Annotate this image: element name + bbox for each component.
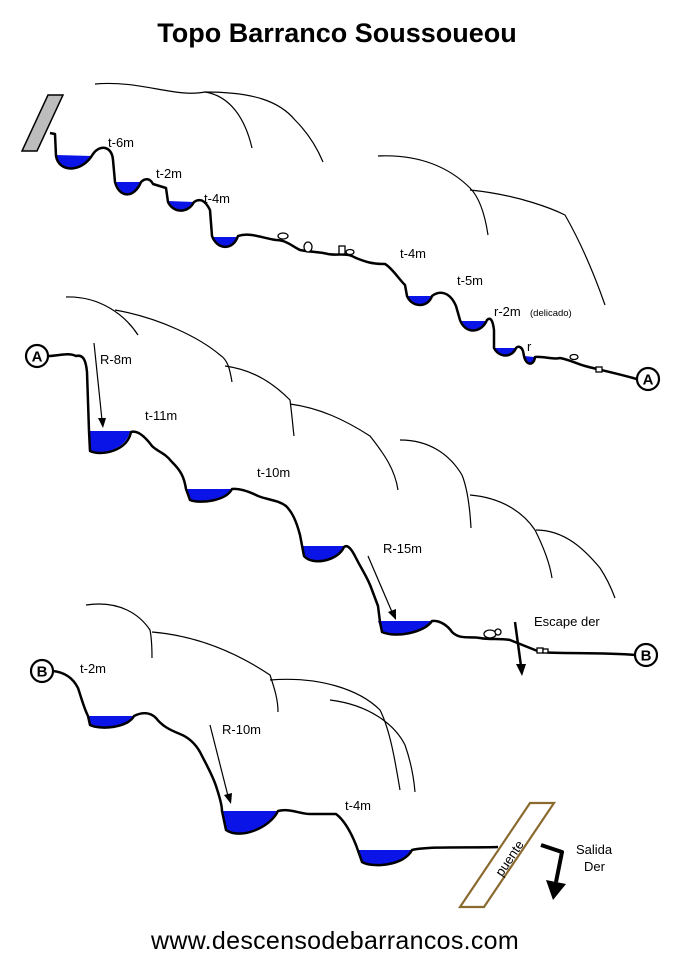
marker-b-start: B bbox=[29, 658, 55, 684]
label-r10m: R-10m bbox=[222, 722, 261, 737]
canyon-profile-1 bbox=[49, 131, 641, 382]
marker-a-end: A bbox=[635, 366, 661, 392]
label-escape-der: Escape der bbox=[534, 614, 600, 629]
label-r2m: r-2m bbox=[494, 304, 521, 319]
label-r8m: R-8m bbox=[100, 352, 132, 367]
label-der: Der bbox=[584, 859, 606, 874]
section-3: B t-2m R-10m t-4m puente Salida Der bbox=[29, 603, 613, 909]
label-t2m: t-2m bbox=[156, 166, 182, 181]
label-t4m-b: t-4m bbox=[400, 246, 426, 261]
footer-url: www.descensodebarrancos.com bbox=[150, 927, 519, 955]
label-t4m-a: t-4m bbox=[204, 191, 230, 206]
svg-text:B: B bbox=[37, 664, 48, 681]
label-r: r bbox=[527, 339, 532, 354]
pools-2 bbox=[89, 431, 432, 635]
exit-arrow bbox=[540, 843, 566, 900]
boulders-1 bbox=[277, 232, 603, 373]
svg-text:A: A bbox=[643, 372, 654, 389]
label-salida: Salida bbox=[576, 842, 613, 857]
label-t6m: t-6m bbox=[108, 135, 134, 150]
pools-1 bbox=[56, 155, 534, 363]
cliff-outlines-1 bbox=[94, 82, 606, 306]
canyon-profile-2 bbox=[47, 352, 637, 657]
svg-text:A: A bbox=[32, 349, 43, 366]
label-r15m: R-15m bbox=[383, 541, 422, 556]
cliff-outlines-3 bbox=[85, 603, 416, 793]
rappel-arrows-3 bbox=[209, 724, 232, 804]
label-t5m: t-5m bbox=[457, 273, 483, 288]
rappel-arrows-2 bbox=[93, 342, 396, 620]
label-t2m-s3: t-2m bbox=[80, 661, 106, 676]
pools-3 bbox=[88, 716, 412, 866]
boulders-2 bbox=[483, 628, 549, 654]
marker-a-start: A bbox=[24, 343, 50, 369]
canyon-profile-3 bbox=[52, 669, 499, 867]
label-t11m: t-11m bbox=[145, 408, 177, 423]
cliff-outlines-2 bbox=[65, 296, 616, 599]
bridge: puente bbox=[457, 801, 557, 909]
section-1: t-6m t-2m t-4m t-4m t-5m r-2m (delicado)… bbox=[20, 82, 661, 392]
label-t4m-s3: t-4m bbox=[345, 798, 371, 813]
svg-text:B: B bbox=[641, 648, 652, 665]
section-2: A R-8m t-11m t-10m R bbox=[24, 296, 659, 676]
marker-b-end: B bbox=[633, 642, 659, 668]
page-title: Topo Barranco Soussoueou bbox=[157, 18, 517, 48]
escape-arrow bbox=[513, 621, 526, 676]
label-t10m: t-10m bbox=[257, 465, 290, 480]
start-anchor bbox=[20, 94, 65, 152]
label-delicado: (delicado) bbox=[530, 308, 572, 319]
